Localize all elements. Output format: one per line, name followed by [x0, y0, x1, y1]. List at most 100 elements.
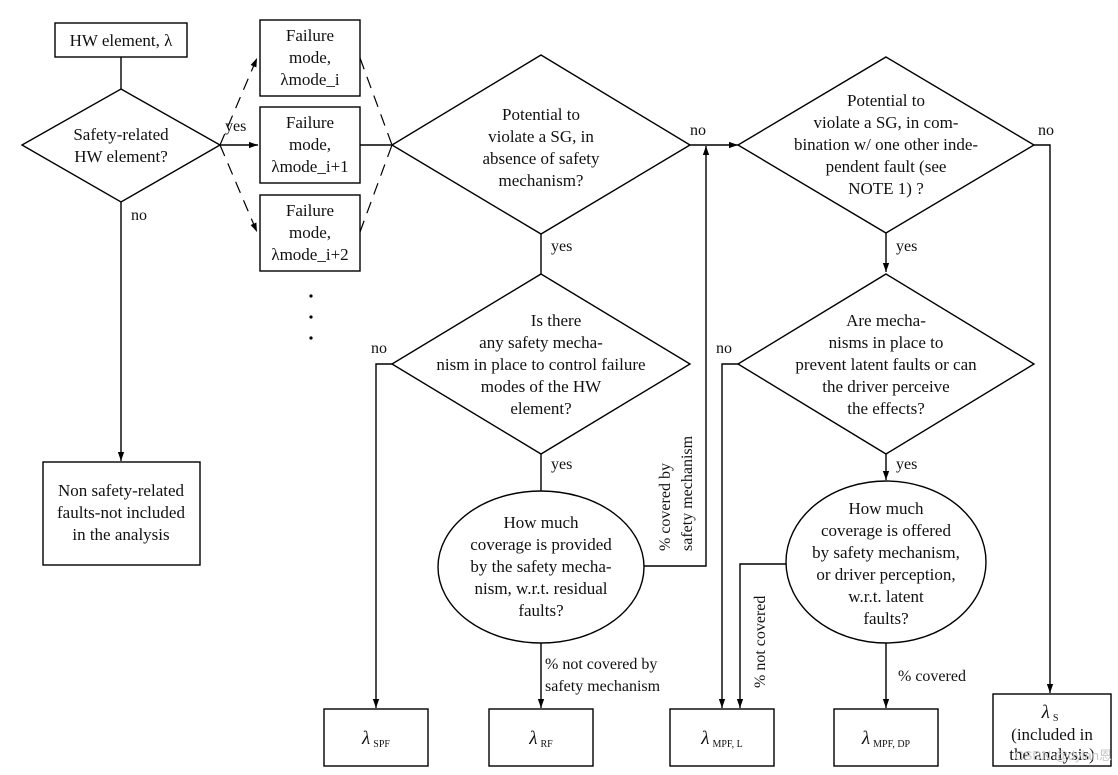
pv-line-1: Potential to: [502, 105, 580, 124]
hw-element-box: [54, 22, 188, 58]
sm-line-4: modes of the HW: [481, 377, 602, 396]
sm-line-2: any safety mecha-: [479, 333, 603, 352]
label-covered-sm-2: safety mechanism: [679, 435, 696, 551]
failure-mode-texts: Failure mode, λmode_i Failure mode, λmod…: [271, 26, 348, 264]
lambda-mpf-l-symbol: λ: [700, 728, 709, 749]
label-no-latent: no: [716, 340, 732, 357]
pv-line-3: absence of safety: [482, 149, 600, 168]
potential-combination-decision: [736, 56, 1036, 234]
failure-mode-box-i2: [259, 194, 361, 272]
lambda-spf-symbol: λ: [361, 728, 370, 749]
fm-i-line-3: λmode_i: [280, 70, 340, 89]
fm-i1-line-2: mode,: [289, 135, 331, 154]
label-not-covered-sm-1: % not covered by: [545, 656, 657, 673]
lq-line-2: nisms in place to: [829, 333, 944, 352]
lq-line-5: the effects?: [847, 399, 925, 418]
cl-line-5: w.r.t. latent: [848, 587, 924, 606]
lambda-rf-box: [488, 708, 594, 767]
lambda-s-sub: S: [1053, 713, 1059, 724]
cr-line-1: How much: [503, 513, 579, 532]
lambda-rf-symbol: λ: [528, 728, 537, 749]
cl-line-1: How much: [848, 499, 924, 518]
ns-line-1: Non safety-related: [58, 481, 185, 500]
branch-labels: yes no no yes no yes no yes no yes % not…: [131, 118, 1054, 695]
hw-element-label: HW element, λ: [70, 31, 174, 50]
lambda-spf-sub: SPF: [373, 739, 390, 750]
pc-line-4: pendent fault (see: [826, 157, 947, 176]
safety-related-decision: [20, 88, 222, 203]
cl-line-2: coverage is offered: [821, 521, 951, 540]
cl-line-4: or driver perception,: [816, 565, 955, 584]
label-yes-mechanism: yes: [551, 456, 572, 473]
label-no-safety: no: [131, 207, 147, 224]
label-not-covered: % not covered: [752, 596, 769, 688]
coverage-residual-ellipse: [437, 490, 645, 644]
coverage-residual-text: How much coverage is provided by the saf…: [470, 513, 612, 620]
cr-line-2: coverage is provided: [470, 535, 612, 554]
watermark: CSDN @dylan恩: [1014, 748, 1112, 763]
ns-line-2: faults-not included: [57, 503, 185, 522]
lambda-mpf-dp-symbol: λ: [861, 728, 870, 749]
non-safety-text: Non safety-related faults-not included i…: [57, 481, 185, 544]
lambda-mpf-dp-sub: MPF, DP: [873, 739, 910, 750]
label-yes-combination: yes: [896, 238, 917, 255]
lq-line-1: Are mecha-: [846, 311, 926, 330]
label-yes-latent: yes: [896, 456, 917, 473]
lq-line-3: prevent latent faults or can: [795, 355, 977, 374]
lambda-rf-sub: RF: [541, 739, 554, 750]
pv-line-2: violate a SG, in: [488, 127, 594, 146]
ellipsis-dots: [309, 294, 313, 340]
cr-line-5: faults?: [518, 601, 563, 620]
latent-q-text: Are mecha- nisms in place to prevent lat…: [795, 311, 977, 418]
non-safety-box: [42, 461, 201, 566]
lambda-spf-box: [323, 708, 429, 767]
label-yes-potential: yes: [551, 238, 572, 255]
safety-mechanism-decision: [390, 273, 692, 455]
label-covered-sm-1: % covered by: [657, 463, 674, 551]
safety-related-line-1: Safety-related: [73, 125, 169, 144]
cl-line-6: faults?: [863, 609, 908, 628]
sm-line-1: Is there: [531, 311, 582, 330]
pc-line-5: NOTE 1) ?: [848, 179, 924, 198]
safety-related-text: Safety-related HW element?: [73, 125, 169, 166]
sm-line-3: nism in place to control failure: [436, 355, 645, 374]
safety-mechanism-text: Is there any safety mecha- nism in place…: [436, 311, 645, 418]
lambda-s-note-2: the analysis): [1009, 745, 1094, 764]
label-no-mechanism: no: [371, 340, 387, 357]
label-no-potential: no: [690, 122, 706, 139]
lq-line-4: the driver perceive: [822, 377, 949, 396]
coverage-latent-text: How much coverage is offered by safety m…: [812, 499, 960, 628]
potential-combination-text: Potential to violate a SG, in com- binat…: [794, 91, 978, 198]
lambda-s-symbol: λ: [1041, 702, 1050, 723]
failure-mode-box-i: [259, 19, 361, 97]
label-not-covered-sm-2: safety mechanism: [545, 678, 661, 695]
pv-line-4: mechanism?: [499, 171, 584, 190]
coverage-latent-ellipse: [785, 480, 987, 644]
ns-line-3: in the analysis: [72, 525, 169, 544]
fm-i2-line-3: λmode_i+2: [271, 245, 348, 264]
connectors: [117, 57, 1054, 708]
fm-i1-line-1: Failure: [286, 113, 334, 132]
fm-i1-line-3: λmode_i+1: [271, 157, 348, 176]
latent-mechanism-decision: [736, 273, 1036, 455]
pc-line-2: violate a SG, in com-: [814, 113, 959, 132]
potential-violate-decision: [390, 54, 692, 235]
potential-violate-text: Potential to violate a SG, in absence of…: [482, 105, 600, 190]
cr-line-3: by the safety mecha-: [470, 557, 611, 576]
cl-line-3: by safety mechanism,: [812, 543, 960, 562]
fm-i-line-2: mode,: [289, 48, 331, 67]
sm-line-5: element?: [510, 399, 571, 418]
lambda-mpf-l-sub: MPF, L: [712, 739, 742, 750]
pc-line-1: Potential to: [847, 91, 925, 110]
fm-i2-line-2: mode,: [289, 223, 331, 242]
label-no-combination: no: [1038, 122, 1054, 139]
pc-line-3: bination w/ one other inde-: [794, 135, 978, 154]
fm-i-line-1: Failure: [286, 26, 334, 45]
